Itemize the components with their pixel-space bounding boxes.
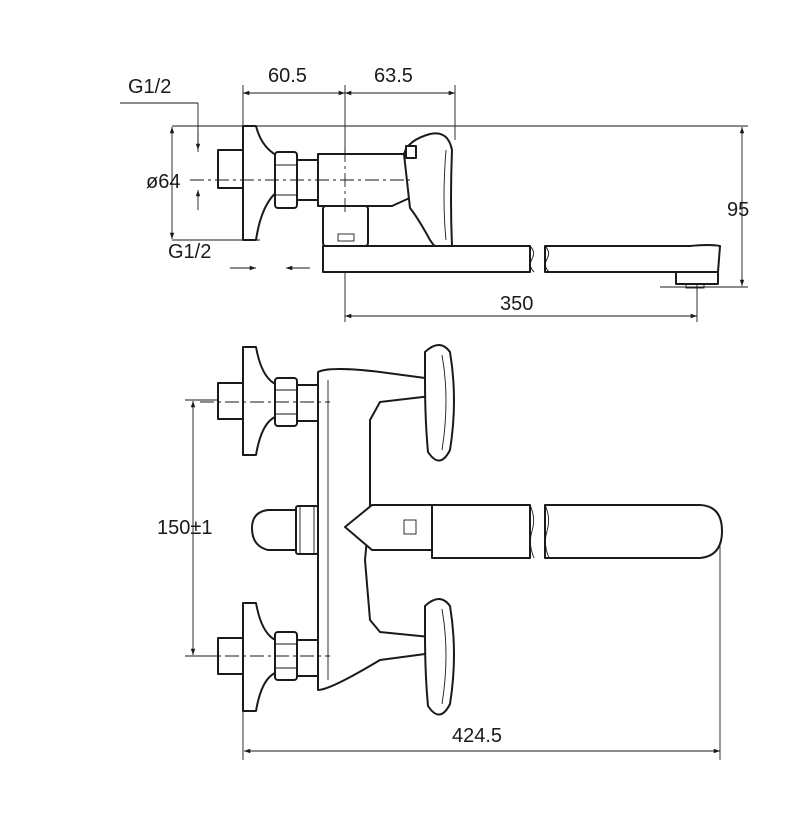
dim-height: 95: [727, 199, 749, 221]
dim-spout-reach: 350: [500, 293, 533, 315]
dim-thread-bottom: G1/2: [168, 241, 211, 263]
dim-width-1: 60.5: [268, 65, 307, 87]
side-view: [120, 85, 748, 322]
dim-diameter: ø64: [146, 171, 180, 193]
top-view: [185, 344, 723, 760]
dim-connection-spacing: 150±1: [157, 517, 212, 539]
dim-thread-top: G1/2: [128, 76, 171, 98]
dim-overall-length: 424.5: [452, 725, 502, 747]
dim-width-2: 63.5: [374, 65, 413, 87]
